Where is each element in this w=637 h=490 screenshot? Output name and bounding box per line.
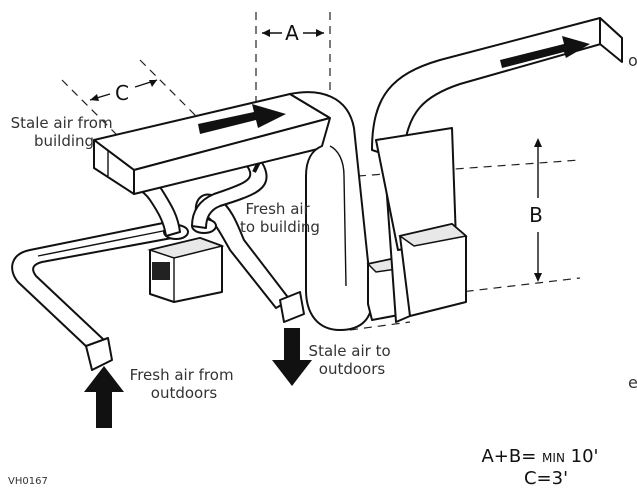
fresh-air-inflow-arrow [84, 366, 124, 428]
main-return-duct [93, 93, 331, 195]
stale-air-to-outdoors-label: Stale air to outdoors [309, 342, 396, 378]
dimension-b-label: B [529, 203, 543, 227]
edge-mark-top: o [628, 51, 637, 70]
dimension-b: B [529, 138, 543, 282]
fresh-air-intake-duct [11, 221, 173, 371]
fresh-air-to-building-label: Fresh air to building [240, 200, 320, 236]
edge-mark-bottom: e [628, 373, 637, 392]
dimension-a-label: A [285, 21, 299, 45]
exhaust-hood [279, 291, 305, 323]
stale-air-outflow-arrow [272, 328, 312, 386]
fresh-air-intake-hood [85, 337, 113, 371]
stale-air-direction-arrow [198, 104, 286, 134]
exhaust-direction-arrow [500, 36, 590, 68]
fresh-air-from-outdoors-label: Fresh air from outdoors [130, 366, 239, 402]
dimension-c-label: C [115, 81, 129, 105]
dimension-c: C [89, 79, 158, 105]
vertical-duct-system [289, 17, 623, 331]
c-value-note: C=3' [524, 468, 568, 489]
figure-id: VH0167 [8, 476, 48, 487]
stale-air-exhaust-duct [194, 193, 305, 323]
stale-air-from-building-label: Stale air from building [11, 114, 118, 150]
dimension-a: A [262, 21, 324, 45]
minimum-length-note: A+B= MIN 10' [481, 446, 598, 467]
